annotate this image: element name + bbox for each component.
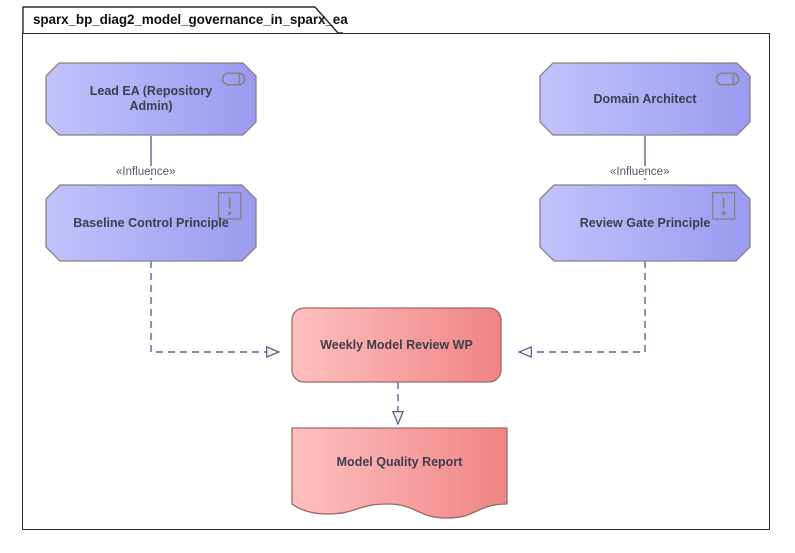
node-label-weekly-model-review-wp: Weekly Model Review WP bbox=[320, 337, 473, 352]
node-domain-architect[interactable]: Domain Architect bbox=[539, 62, 751, 136]
deliverable-shape-icon bbox=[291, 427, 508, 519]
node-label-baseline-control-principle: Baseline Control Principle bbox=[73, 215, 229, 230]
business-role-icon bbox=[221, 72, 246, 86]
octagon-shape-icon bbox=[45, 184, 257, 262]
node-lead-ea[interactable]: Lead EA (Repository Admin) bbox=[45, 62, 257, 136]
node-label-domain-architect: Domain Architect bbox=[593, 91, 697, 106]
node-model-quality-report[interactable]: Model Quality Report bbox=[291, 427, 508, 519]
node-label-model-quality-report: Model Quality Report bbox=[336, 454, 463, 469]
diagram-title-label: sparx_bp_diag2_model_governance_in_sparx… bbox=[33, 12, 348, 27]
node-weekly-model-review-wp[interactable]: Weekly Model Review WP bbox=[291, 307, 502, 383]
node-review-gate-principle[interactable]: Review Gate Principle bbox=[539, 184, 751, 262]
octagon-shape-icon bbox=[539, 62, 751, 136]
diagram-title-tab[interactable]: sparx_bp_diag2_model_governance_in_sparx… bbox=[22, 6, 348, 35]
octagon-shape-icon bbox=[539, 184, 751, 262]
node-baseline-control-principle[interactable]: Baseline Control Principle bbox=[45, 184, 257, 262]
octagon-shape-icon bbox=[45, 62, 257, 136]
business-role-icon bbox=[715, 72, 740, 86]
rounded-rect-shape-icon bbox=[291, 307, 502, 383]
node-label-lead-ea: Lead EA (Repository Admin) bbox=[89, 84, 213, 113]
node-label-review-gate-principle: Review Gate Principle bbox=[579, 215, 711, 230]
principle-icon bbox=[217, 191, 242, 220]
edge-label-influence-left: «Influence» bbox=[113, 166, 179, 178]
edge-label-influence-right: «Influence» bbox=[607, 166, 673, 178]
principle-icon bbox=[711, 191, 736, 220]
